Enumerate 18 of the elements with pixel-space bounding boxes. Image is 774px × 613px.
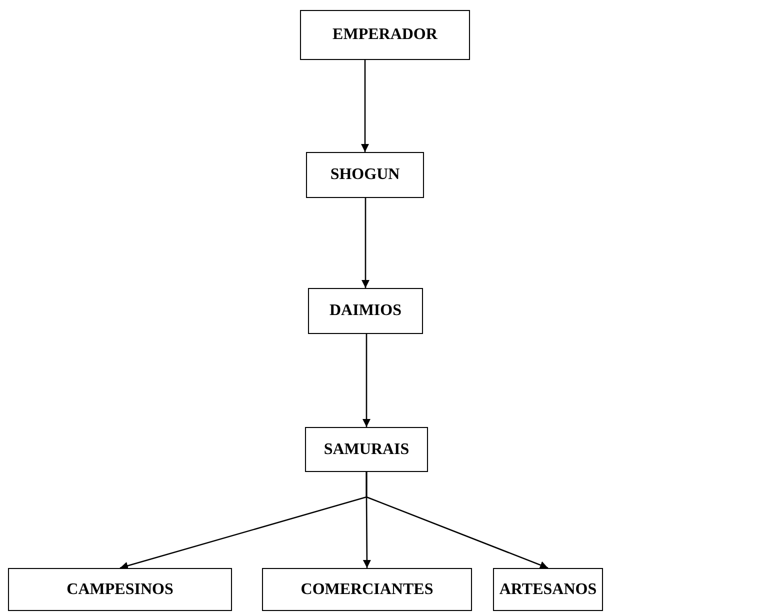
rank-label: ARTESANOS bbox=[499, 580, 597, 598]
arrow bbox=[362, 198, 370, 288]
rank-label: SHOGUN bbox=[330, 166, 400, 184]
rank-box bbox=[300, 10, 470, 60]
arrow bbox=[362, 334, 370, 427]
rank-label: CAMPESINOS bbox=[66, 580, 174, 598]
rank-box bbox=[308, 288, 423, 334]
arrow bbox=[366, 472, 548, 569]
rank-box bbox=[262, 568, 472, 611]
rank-label: EMPERADOR bbox=[332, 26, 438, 44]
rank-box bbox=[306, 152, 424, 198]
rank-label: COMERCIANTES bbox=[300, 580, 434, 598]
rank-box bbox=[305, 427, 428, 472]
rank-box bbox=[8, 568, 232, 611]
arrow bbox=[361, 60, 369, 152]
rank-label: DAIMIOS bbox=[329, 302, 402, 320]
rank-label: SAMURAIS bbox=[324, 440, 410, 458]
rank-box bbox=[493, 568, 603, 611]
